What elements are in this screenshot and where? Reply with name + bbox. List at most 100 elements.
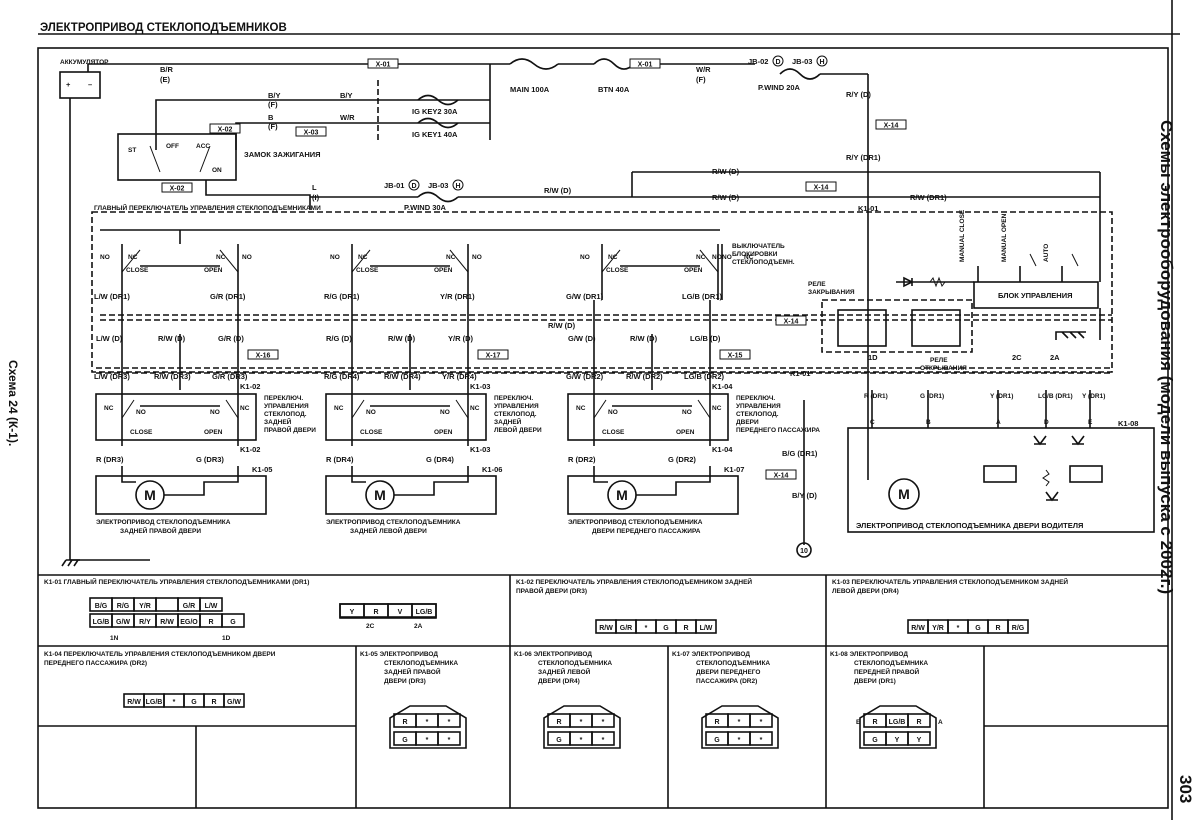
pin-label: G (402, 737, 408, 744)
svg-text:2C: 2C (366, 623, 375, 630)
driver-pin-wire: Y (DR1) (1082, 393, 1105, 400)
contact-nc: NC (696, 254, 706, 261)
open-label: OPEN (204, 267, 223, 274)
pin-label: R (714, 719, 719, 726)
control-unit (973, 281, 1099, 309)
svg-text:NO: NO (608, 409, 618, 416)
svg-text:NC: NC (576, 405, 586, 412)
wire-top-left: G/W (DR1) (566, 292, 604, 301)
x14b-label: X-14 (814, 185, 829, 192)
contact-no: NO (330, 254, 340, 261)
x01-label: X-01 (376, 62, 391, 69)
contact-nc: NC (608, 254, 618, 261)
pin-label: G (975, 625, 981, 632)
connector-k1-01: K1-01 ГЛАВНЫЙ ПЕРЕКЛЮЧАТЕЛЬ УПРАВЛЕНИЯ С… (44, 577, 437, 642)
door-circuit-1: L/W (DR1)G/R (DR1)L/W (D)R/W (D)G/R (D)X… (94, 292, 316, 535)
pin-label: G/R (620, 625, 632, 632)
pin-label: L/W (205, 603, 218, 610)
wire-top-right: G/R (DR1) (210, 292, 246, 301)
main-switch-block (91, 211, 1113, 373)
jb03b: JB-03 (428, 181, 448, 190)
svg-text:NC: NC (104, 405, 114, 412)
wire-ry-dr1: R/Y (DR1) (846, 153, 881, 162)
svg-text:E: E (856, 719, 861, 726)
fuse-pwind30-label: P.WIND 30A (404, 203, 447, 212)
k-top: K1-02 (240, 382, 260, 391)
svg-text:2C: 2C (1012, 353, 1022, 362)
k-motor: K1-07 (724, 465, 744, 474)
driver-pin-letter: E (1088, 419, 1093, 426)
pin-label: G/W (116, 619, 130, 626)
fuse-btn-label: BTN 40A (598, 85, 630, 94)
wire-top-left: L/W (DR1) (94, 292, 130, 301)
svg-text:1N: 1N (110, 635, 119, 642)
svg-text:R/W (D): R/W (D) (712, 193, 740, 202)
svg-text:NO: NO (210, 409, 220, 416)
x-connector: X-17 (486, 353, 501, 360)
motor-wire-left: R (DR2) (568, 455, 596, 464)
pin-cell (907, 731, 931, 746)
close-label: CLOSE (606, 267, 629, 274)
svg-text:NC: NC (712, 405, 722, 412)
pin-label: * (580, 719, 583, 726)
x01b-label: X-01 (638, 62, 653, 69)
svg-text:CLOSE: CLOSE (602, 429, 625, 436)
pin-label: R (995, 625, 1000, 632)
pin-label: G/R (183, 603, 195, 610)
driver-pin-letter: C (870, 419, 875, 426)
wire-bot-left: R/G (DR4) (324, 372, 360, 381)
pin-cell (437, 713, 461, 728)
door-switch-box (95, 393, 257, 441)
pin-label: LG/B (416, 609, 433, 616)
k-bot: K1-04 (712, 445, 733, 454)
close-label: CLOSE (356, 267, 379, 274)
k-bot: K1-03 (470, 445, 490, 454)
contact-no: NO (722, 254, 732, 261)
svg-text:B: B (268, 113, 274, 122)
x-connector: X-15 (728, 353, 743, 360)
pin-label: Y/R (932, 625, 944, 632)
pin-cell (907, 713, 931, 728)
connector-k1-02: K1-02 ПЕРЕКЛЮЧАТЕЛЬ УПРАВЛЕНИЯ СТЕКЛОПОД… (516, 577, 752, 634)
connector-title: K1-01 ГЛАВНЫЙ ПЕРЕКЛЮЧАТЕЛЬ УПРАВЛЕНИЯ С… (44, 577, 309, 586)
open-label: OPEN (434, 267, 453, 274)
pin-label: G (556, 737, 562, 744)
driver-pin-wire: LG/B (DR1) (1038, 393, 1073, 400)
pin-label: R (211, 699, 216, 706)
pin-cell (591, 713, 615, 728)
svg-text:2A: 2A (1050, 353, 1060, 362)
driver-pin-wire: R (DR1) (864, 393, 888, 400)
pin-label: * (580, 737, 583, 744)
wire-bot-right: LG/B (DR2) (684, 372, 725, 381)
svg-text:(F): (F) (268, 100, 278, 109)
jb02: JB-02 (748, 57, 768, 66)
fuse-pwind30 (417, 191, 459, 203)
k-top: K1-03 (470, 382, 490, 391)
svg-text:1D: 1D (222, 635, 231, 642)
svg-text:AUTO: AUTO (1043, 244, 1050, 262)
pin-label: G (714, 737, 720, 744)
wire-bot-left: G/W (DR2) (566, 372, 604, 381)
driver-pin-wire: G (DR1) (920, 393, 944, 400)
svg-text:MANUAL OPEN: MANUAL OPEN (1001, 213, 1008, 262)
svg-text:H: H (819, 59, 824, 66)
x14-label: X-14 (884, 123, 899, 130)
pin-label: * (173, 699, 176, 706)
wire-wr: W/R (696, 65, 711, 74)
wire-mid-left: L/W (D) (96, 334, 123, 343)
pin-label: G (872, 737, 878, 744)
svg-text:B/Y: B/Y (268, 91, 281, 100)
pin-label: LG/B (93, 619, 110, 626)
pin-cell (155, 597, 179, 612)
svg-text:10: 10 (800, 548, 808, 555)
svg-text:–: – (88, 80, 92, 89)
pin-label: R (872, 719, 877, 726)
door-switch-box (567, 393, 729, 441)
connector-k1-04: K1-04 ПЕРЕКЛЮЧАТЕЛЬ УПРАВЛЕНИЯ СТЕКЛОПОД… (44, 651, 276, 708)
svg-text:1D: 1D (868, 353, 878, 362)
